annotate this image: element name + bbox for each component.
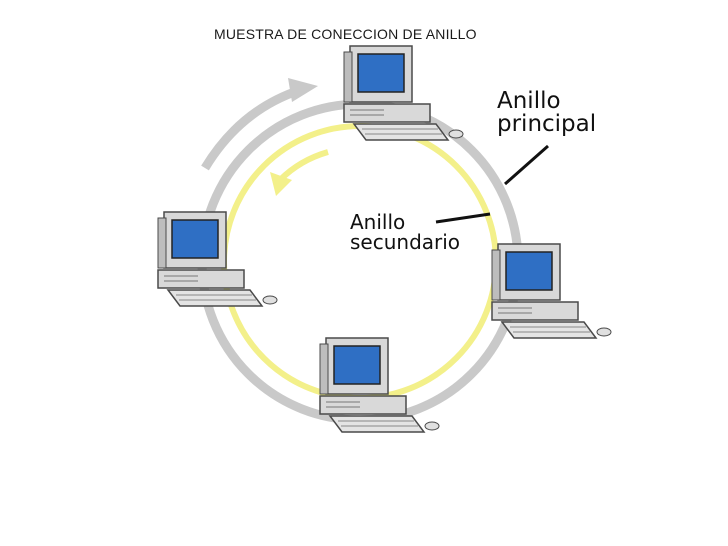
secondary-ring-label-line1: Anillo: [350, 210, 406, 234]
computer-icon: [491, 243, 612, 339]
secondary-ring-label-line2: secundario: [350, 230, 461, 254]
arrow-icon: [201, 85, 302, 171]
secondary-ring-pointer: [435, 212, 491, 224]
primary-ring-pointer: [504, 144, 549, 186]
primary-ring-label: Anillo principal: [497, 90, 596, 136]
computer-icon: [157, 211, 278, 307]
primary-ring-label-line1: Anillo: [497, 88, 561, 114]
arrow-icon: [288, 78, 318, 102]
arrow-icon: [270, 172, 292, 196]
page-title: MUESTRA DE CONECCION DE ANILLO: [214, 26, 477, 42]
arrow-icon: [277, 149, 329, 183]
secondary-ring-label: Anillo secundario: [350, 212, 460, 252]
primary-ring-label-line2: principal: [497, 111, 597, 137]
